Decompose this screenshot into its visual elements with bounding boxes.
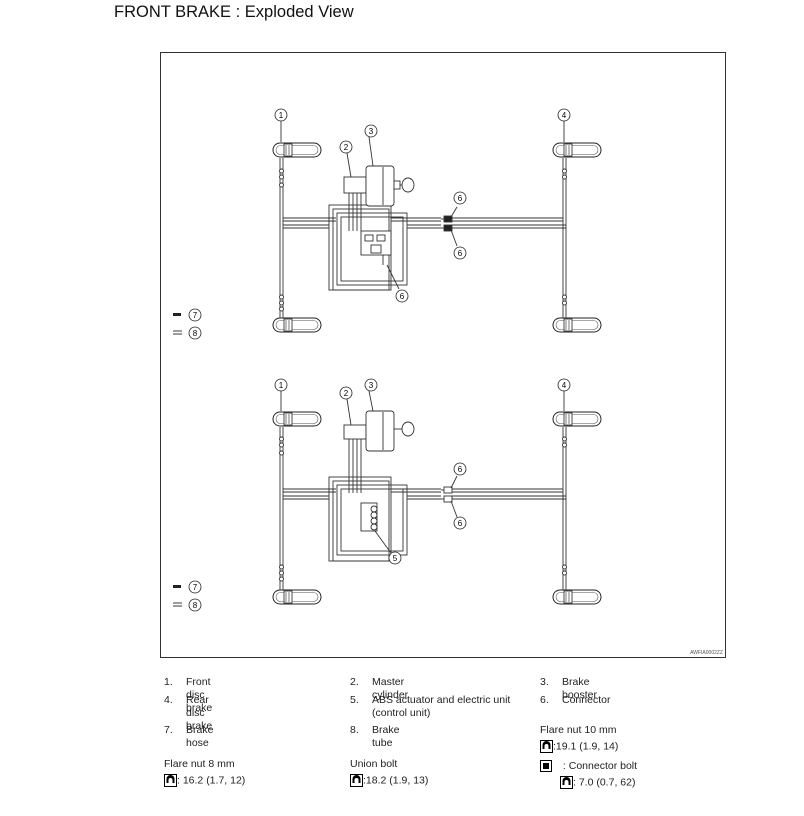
front-disc-brake-lower-left xyxy=(272,317,322,333)
svg-text:2: 2 xyxy=(344,389,349,398)
front-disc-brake-upper-left-2 xyxy=(272,411,322,427)
connector-bolt-symbol-icon xyxy=(540,760,552,773)
callout-6-upper-c: 6 xyxy=(395,289,409,303)
torque-wrench-icon xyxy=(560,776,573,789)
callout-3-upper: 3 xyxy=(364,124,378,138)
svg-text:7: 7 xyxy=(193,583,198,592)
key-tube-upper: 8 xyxy=(173,326,202,340)
svg-text:2: 2 xyxy=(344,143,349,152)
rear-disc-brake-lower-right-2 xyxy=(552,589,602,605)
callout-1-lower: 1 xyxy=(274,378,288,392)
brake-line-diagram: 1 2 3 4 6 6 6 7 8 xyxy=(173,108,602,612)
callout-2-upper: 2 xyxy=(339,140,353,154)
svg-text:8: 8 xyxy=(193,329,198,338)
svg-text:7: 7 xyxy=(193,311,198,320)
svg-text:1: 1 xyxy=(279,381,284,390)
legend: 1.Front disc brake 2.Master cylinder 3.B… xyxy=(160,672,726,812)
callout-6-upper-b: 6 xyxy=(453,246,467,260)
spec-union-bolt: Union bolt :18.2 (1.9, 13) xyxy=(350,758,429,787)
rear-disc-brake-lower-right xyxy=(552,317,602,333)
svg-text:5: 5 xyxy=(393,554,398,563)
callout-6-lower-b: 6 xyxy=(453,516,467,530)
svg-text:6: 6 xyxy=(458,465,463,474)
svg-text:3: 3 xyxy=(369,127,374,136)
spec-flare-nut-8: Flare nut 8 mm : 16.2 (1.7, 12) xyxy=(164,758,246,787)
rear-disc-brake-upper-right xyxy=(552,142,602,158)
svg-text:6: 6 xyxy=(458,519,463,528)
svg-text:6: 6 xyxy=(458,194,463,203)
svg-text:6: 6 xyxy=(400,292,405,301)
callout-6-lower-a: 6 xyxy=(453,462,467,476)
svg-text:6: 6 xyxy=(458,249,463,258)
spec-connector-bolt: : Connector bolt : 7.0 (0.7, 62) xyxy=(540,760,720,794)
callout-5-lower: 5 xyxy=(388,551,402,565)
svg-text:4: 4 xyxy=(562,381,567,390)
key-hose-upper: 7 xyxy=(173,308,202,322)
lower-diagram xyxy=(272,390,602,605)
exploded-view-figure: 1 2 3 4 6 6 6 7 8 xyxy=(160,52,726,658)
spec-flare-nut-10: Flare nut 10 mm :19.1 (1.9, 14) xyxy=(540,724,619,753)
svg-text:1: 1 xyxy=(279,111,284,120)
front-disc-brake-lower-left-2 xyxy=(272,589,322,605)
svg-text:4: 4 xyxy=(562,111,567,120)
svg-text:8: 8 xyxy=(193,601,198,610)
callout-6-upper-a: 6 xyxy=(453,191,467,205)
page-title: FRONT BRAKE : Exploded View xyxy=(114,3,354,21)
callout-4-lower: 4 xyxy=(557,378,571,392)
key-tube-lower: 8 xyxy=(173,598,202,612)
callout-4-upper: 4 xyxy=(557,108,571,122)
front-disc-brake-upper-left xyxy=(272,142,322,158)
svg-text:3: 3 xyxy=(369,381,374,390)
torque-wrench-icon xyxy=(164,774,177,787)
callout-1-upper: 1 xyxy=(274,108,288,122)
figure-code: AWFIA0002ZZ xyxy=(690,650,723,656)
upper-diagram xyxy=(272,120,602,333)
callout-3-lower: 3 xyxy=(364,378,378,392)
torque-wrench-icon xyxy=(540,740,553,753)
key-hose-lower: 7 xyxy=(173,580,202,594)
torque-wrench-icon xyxy=(350,774,363,787)
rear-disc-brake-upper-right-2 xyxy=(552,411,602,427)
callout-2-lower: 2 xyxy=(339,386,353,400)
